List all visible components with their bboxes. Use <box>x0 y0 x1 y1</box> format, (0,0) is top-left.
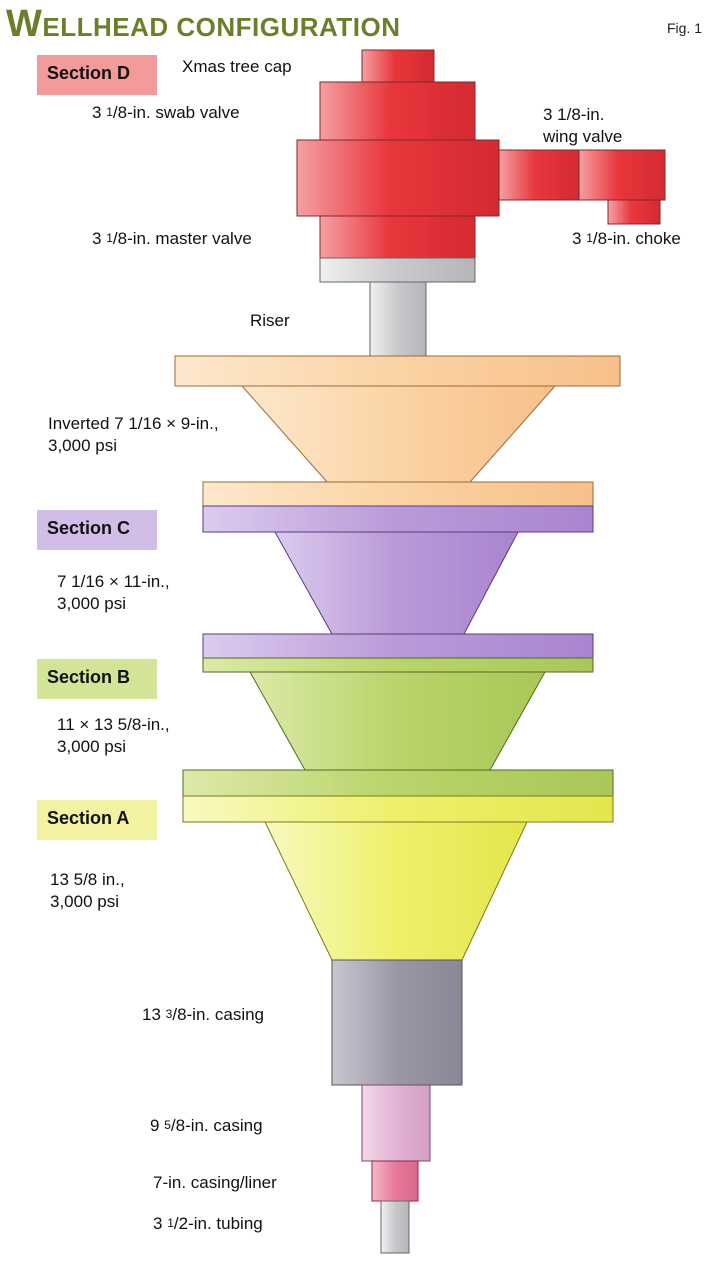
label-section-c-spec: 7 1/16 × 11-in., 3,000 psi <box>57 571 170 615</box>
section-b-top-flange <box>202 657 594 673</box>
section-c-tag: Section C <box>37 510 157 550</box>
label-text: casing <box>213 1116 263 1135</box>
label-line1: 7 1/16 × 11-in., <box>57 572 170 591</box>
section-b-tag: Section B <box>37 659 157 699</box>
size-num: 1 <box>167 1216 174 1230</box>
label-liner-7: 7-in. casing/liner <box>153 1173 277 1192</box>
size-whole: 13 <box>142 1005 161 1024</box>
size-whole: 3 <box>572 229 582 248</box>
label-line1: 3 1/8-in. <box>543 105 605 124</box>
wing-valve-body <box>578 149 666 201</box>
label-line1: Inverted 7 1/16 × 9-in., <box>48 414 219 433</box>
size-den: /8-in. <box>170 1116 209 1135</box>
choke-body <box>607 199 661 225</box>
section-c-bottom-flange <box>202 633 594 659</box>
label-line2: 3,000 psi <box>50 892 119 911</box>
section-d-tag: Section D <box>37 55 157 95</box>
diagram-title: Wellhead configuration <box>6 4 401 47</box>
label-line2: wing valve <box>543 127 623 146</box>
label-inverted-spool: Inverted 7 1/16 × 9-in., 3,000 psi <box>48 413 219 457</box>
label-swab-valve: 3 1/8-in. swab valve <box>92 102 240 125</box>
label-line1: 13 5/8 in., <box>50 870 125 889</box>
casing-9-5-8 <box>361 1084 431 1162</box>
label-text: swab valve <box>155 103 240 122</box>
title-initial: W <box>6 3 43 45</box>
casing-13-3-8 <box>331 959 463 1086</box>
size-num: 1 <box>106 105 113 119</box>
label-choke: 3 1/8-in. choke <box>572 228 681 251</box>
label-casing-13-3-8: 13 3/8-in. casing <box>142 1004 264 1027</box>
section-b-spool <box>182 657 614 797</box>
size-den: /2-in. <box>173 1214 212 1233</box>
size-num: 3 <box>165 1007 173 1021</box>
label-riser: Riser <box>250 311 290 330</box>
label-section-b-spec: 11 × 13 5/8-in., 3,000 psi <box>57 714 170 758</box>
section-c-cone <box>274 531 519 635</box>
size-den: /8-in. <box>592 229 631 248</box>
riser <box>369 281 427 357</box>
section-a-spool <box>182 795 614 961</box>
label-xmas-tree-cap: Xmas tree cap <box>182 57 292 76</box>
tree-adapter <box>319 257 476 283</box>
wing-valve-pipe <box>498 149 580 201</box>
section-a-flange <box>182 795 614 823</box>
size-den: /8-in. <box>112 229 151 248</box>
size-whole: 9 <box>150 1116 160 1135</box>
xmas-tree-cap <box>361 49 435 83</box>
master-valve-body <box>319 215 476 259</box>
label-master-valve: 3 1/8-in. master valve <box>92 228 252 251</box>
size-num: 1 <box>106 231 113 245</box>
size-den: /8-in. <box>172 1005 211 1024</box>
size-whole: 3 <box>92 103 102 122</box>
size-whole: 3 <box>153 1214 163 1233</box>
tubing-3-1-2 <box>380 1200 410 1254</box>
section-b-bottom-flange <box>182 769 614 797</box>
label-line2: 3,000 psi <box>57 594 126 613</box>
label-text: casing <box>214 1005 265 1024</box>
section-c-spool <box>202 505 594 659</box>
label-text: choke <box>635 229 681 248</box>
size-num: 1 <box>586 231 593 245</box>
title-rest: ellhead configuration <box>42 12 401 42</box>
xmas-tree <box>296 49 666 283</box>
label-tubing: 3 1/2-in. tubing <box>153 1213 263 1236</box>
inverted-top-flange <box>174 355 621 387</box>
tree-cross <box>296 139 500 217</box>
label-line2: 3,000 psi <box>48 436 117 455</box>
section-c-top-flange <box>202 505 594 533</box>
label-text: tubing <box>216 1214 263 1233</box>
size-den: /8-in. <box>112 103 151 122</box>
liner-7 <box>371 1160 419 1202</box>
section-a-cone <box>264 821 528 961</box>
label-line2: 3,000 psi <box>57 737 126 756</box>
label-wing-valve: 3 1/8-in. wing valve <box>543 104 622 148</box>
swab-valve-body <box>319 81 476 141</box>
inverted-bottom-flange <box>202 481 594 507</box>
label-casing-9-5-8: 9 5/8-in. casing <box>150 1115 263 1138</box>
section-b-cone <box>249 671 546 771</box>
label-line1: 11 × 13 5/8-in., <box>57 715 170 734</box>
label-section-a-spec: 13 5/8 in., 3,000 psi <box>50 869 125 913</box>
figure-label: Fig. 1 <box>666 20 702 36</box>
label-text: master valve <box>155 229 252 248</box>
size-whole: 3 <box>92 229 102 248</box>
size-num: 5 <box>164 1118 171 1132</box>
section-a-tag: Section A <box>37 800 157 840</box>
inverted-cone <box>240 385 557 483</box>
inverted-spool <box>174 355 621 507</box>
